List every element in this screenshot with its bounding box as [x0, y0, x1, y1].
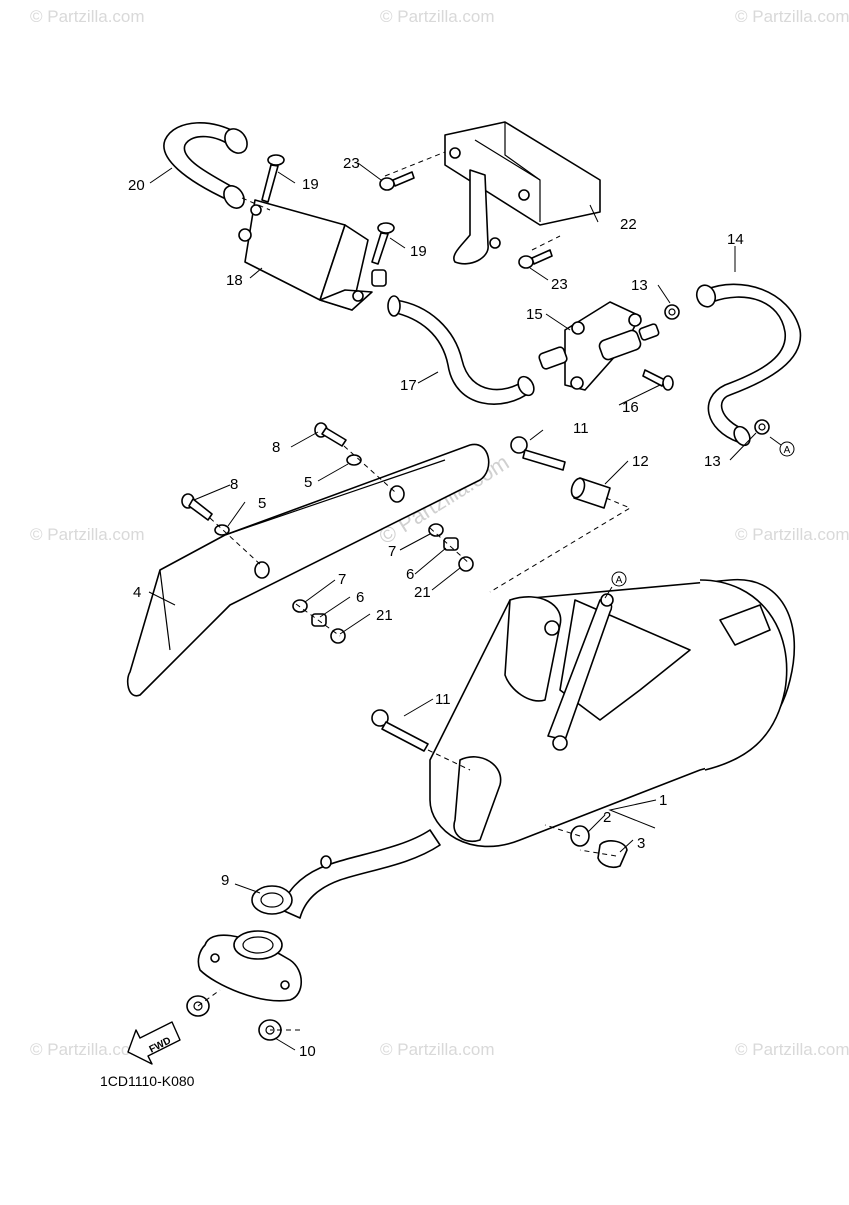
callout-6: 6	[356, 589, 364, 606]
callout-7: 7	[338, 571, 346, 588]
reference-marker-a: A	[611, 571, 627, 587]
watermark: © Partzilla.com	[735, 525, 849, 544]
bolt-11	[371, 709, 429, 752]
bolt-16	[642, 369, 674, 391]
callout-2: 2	[603, 809, 611, 826]
bolt-8	[314, 422, 347, 447]
callout-6: 6	[406, 566, 414, 583]
watermark: © Partzilla.com	[380, 1040, 495, 1059]
callout-23: 23	[343, 155, 360, 172]
callout-23: 23	[551, 276, 568, 293]
watermark: © Partzilla.com	[30, 1040, 145, 1059]
svg-text:A: A	[616, 575, 623, 586]
callout-10: 10	[299, 1043, 316, 1060]
assembly-lines	[197, 151, 632, 1031]
callout-4: 4	[133, 584, 141, 601]
callout-11: 11	[573, 420, 589, 437]
watermark: © Partzilla.com	[735, 7, 849, 26]
callout-20: 20	[128, 177, 145, 194]
bushing-3	[597, 840, 628, 869]
callouts: 1 2 3 4 5 5 6 6 7 7 8 8 9 10 11 11 12 13…	[128, 155, 744, 1060]
collar-6	[443, 537, 459, 551]
callout-12: 12	[632, 453, 649, 470]
hose-17	[387, 295, 535, 405]
callout-16: 16	[622, 399, 639, 416]
callout-8: 8	[230, 476, 238, 493]
leader-lines	[148, 162, 757, 1051]
callout-18: 18	[226, 272, 243, 289]
heat-shield-4	[126, 443, 490, 697]
callout-21: 21	[414, 584, 431, 601]
canister-18	[238, 199, 387, 311]
callout-7: 7	[388, 543, 396, 560]
exhaust-pipe	[281, 829, 441, 919]
callout-3: 3	[637, 835, 645, 852]
hose-14	[695, 283, 802, 447]
reference-marker-a: A	[779, 441, 795, 457]
valve-15	[538, 301, 660, 391]
callout-22: 22	[620, 216, 637, 233]
bracket-22	[444, 121, 601, 265]
clamp-13	[664, 304, 680, 320]
bolt-23	[518, 249, 553, 269]
callout-13: 13	[704, 453, 721, 470]
callout-21: 21	[376, 607, 393, 624]
svg-text:A: A	[784, 445, 791, 456]
callout-11: 11	[435, 691, 451, 708]
bolt-19	[371, 222, 395, 265]
watermark: © Partzilla.com	[30, 525, 145, 544]
clamp-13	[754, 419, 770, 435]
grommet-7	[428, 523, 444, 537]
callout-15: 15	[526, 306, 543, 323]
watermark: © Partzilla.com	[735, 1040, 849, 1059]
collar-6	[311, 613, 327, 627]
callout-5: 5	[304, 474, 312, 491]
watermark: © Partzilla.com	[380, 7, 495, 26]
exhaust-flange	[197, 930, 303, 1002]
diagram-code: 1CD1110-K080	[100, 1073, 195, 1089]
callout-19: 19	[410, 243, 427, 260]
bolt-11	[510, 436, 566, 471]
callout-5: 5	[258, 495, 266, 512]
watermark: © Partzilla.com	[30, 7, 145, 26]
bolt-19	[261, 154, 285, 203]
callout-13: 13	[631, 277, 648, 294]
callout-14: 14	[727, 231, 744, 248]
gasket-9	[251, 885, 293, 915]
bolt-8	[181, 493, 213, 521]
callout-17: 17	[400, 377, 417, 394]
nut-21	[458, 556, 474, 572]
hose-20	[163, 122, 248, 209]
callout-9: 9	[221, 872, 229, 889]
callout-8: 8	[272, 439, 280, 456]
bolt-23	[379, 171, 415, 191]
callout-1: 1	[659, 792, 667, 809]
collar-12	[570, 477, 611, 509]
callout-19: 19	[302, 176, 319, 193]
muffler-1	[429, 578, 795, 848]
